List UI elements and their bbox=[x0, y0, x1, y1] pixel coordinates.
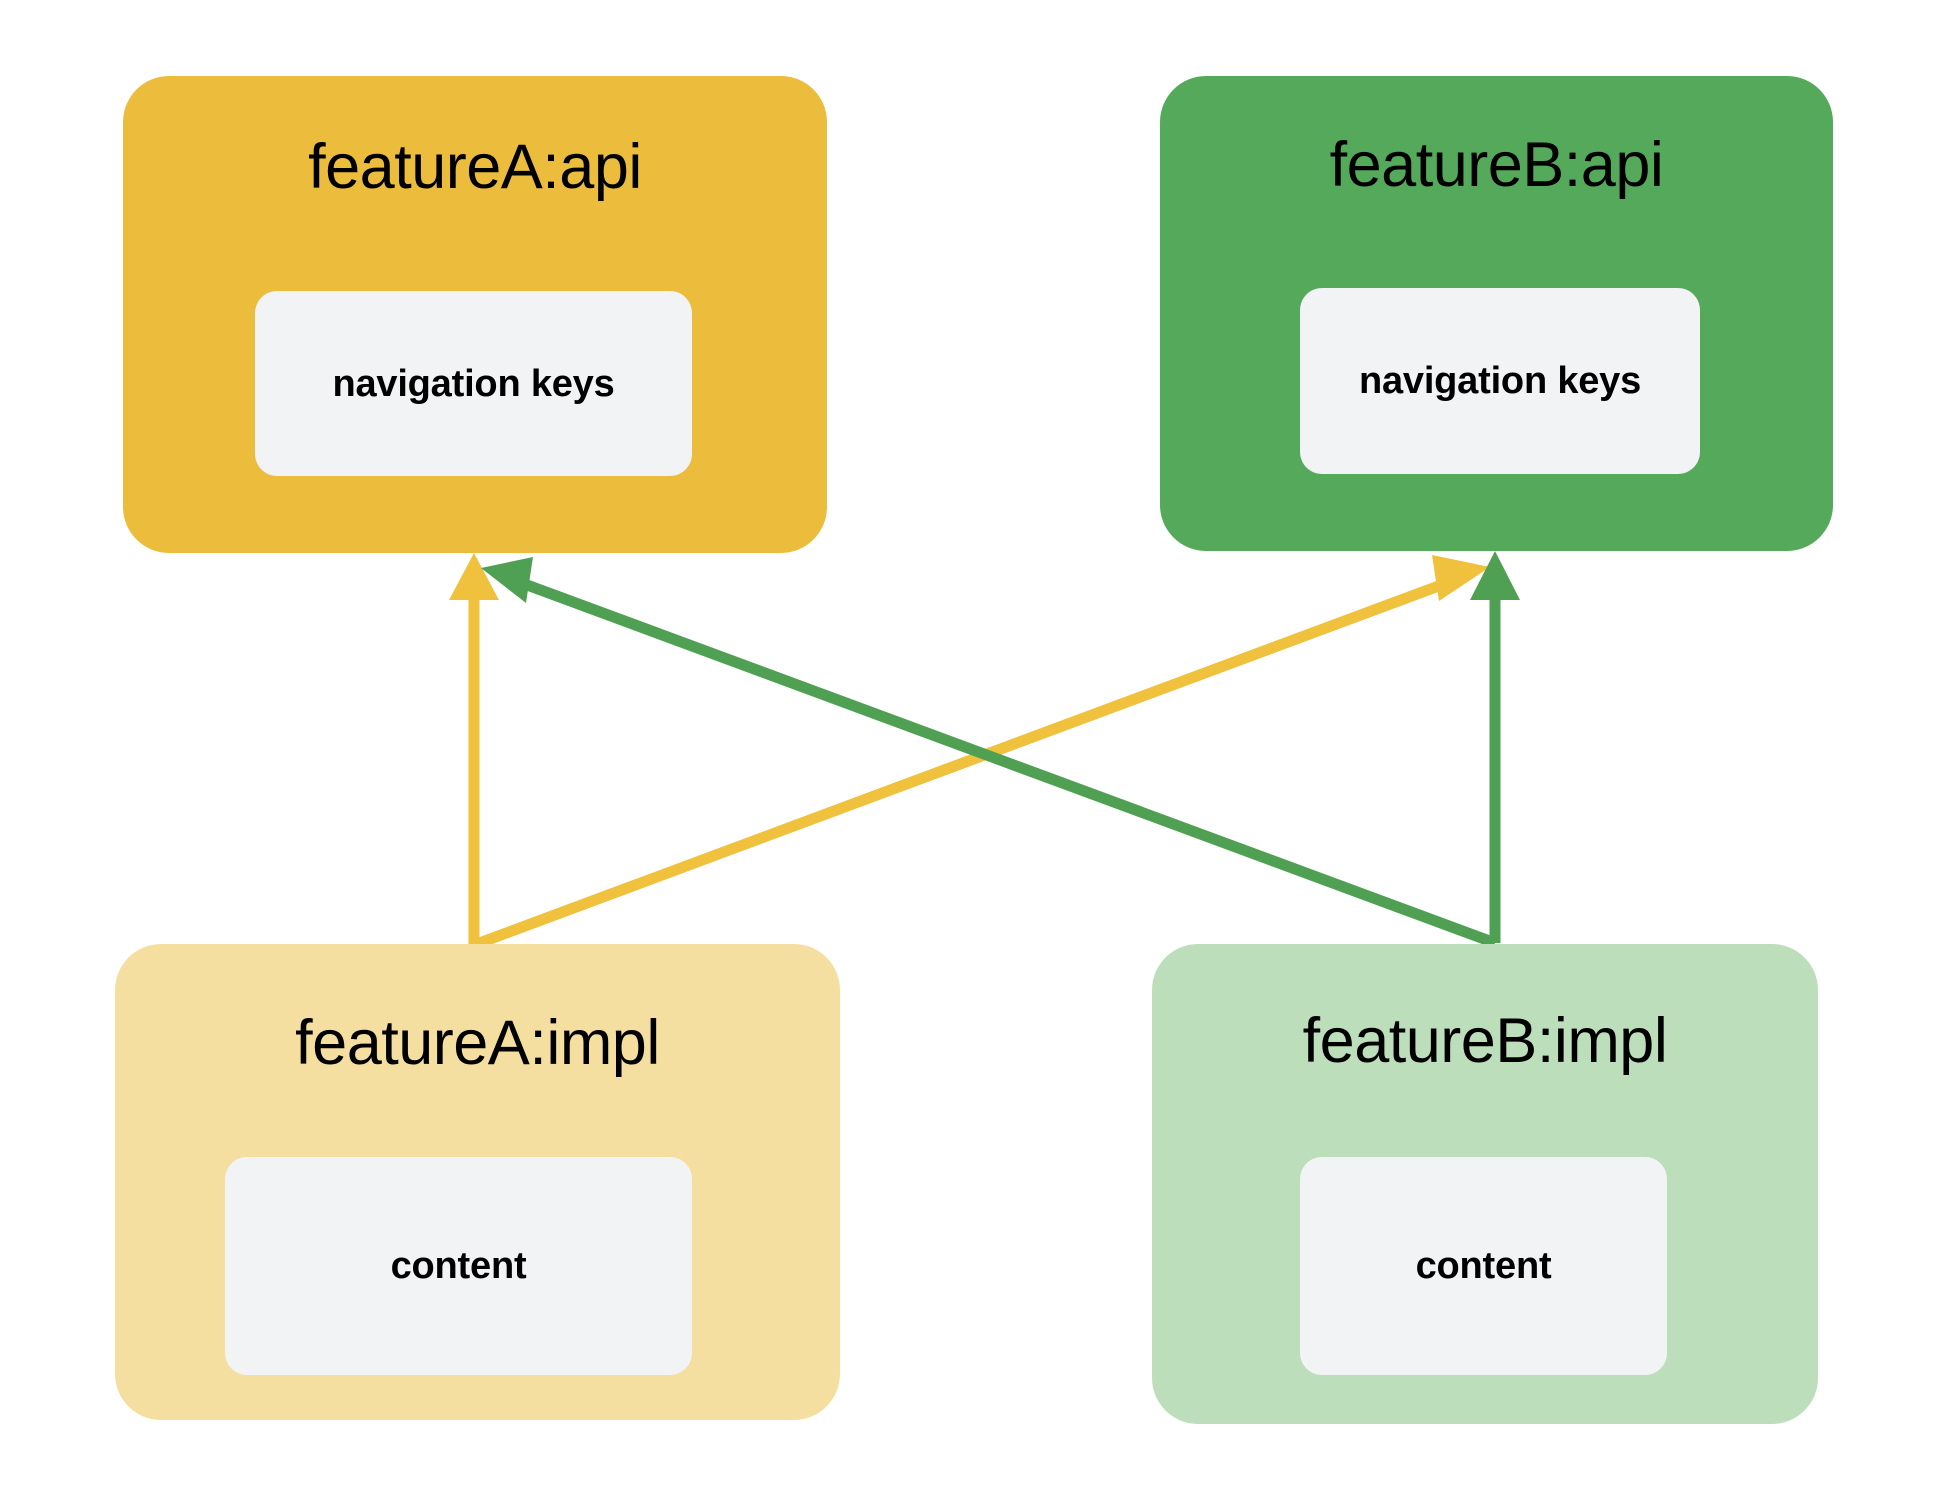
module-featureA-impl[interactable]: featureA:impl content bbox=[115, 944, 840, 1420]
chip-content[interactable]: content bbox=[1300, 1157, 1667, 1375]
module-featureB-api[interactable]: featureB:api navigation keys bbox=[1160, 76, 1833, 551]
module-title: featureA:api bbox=[308, 132, 642, 202]
module-title: featureA:impl bbox=[295, 1008, 660, 1078]
chip-label: navigation keys bbox=[1358, 360, 1642, 402]
chip-label: content bbox=[1415, 1245, 1552, 1287]
chip-navigation-keys[interactable]: navigation keys bbox=[255, 291, 692, 476]
chip-navigation-keys[interactable]: navigation keys bbox=[1300, 288, 1700, 474]
chip-label: content bbox=[390, 1245, 527, 1287]
edge-implA-to-apiA bbox=[449, 553, 499, 945]
chip-label: navigation keys bbox=[332, 362, 615, 405]
module-title: featureB:impl bbox=[1302, 1006, 1668, 1076]
module-featureB-impl[interactable]: featureB:impl content bbox=[1152, 944, 1818, 1424]
edge-implB-to-apiB bbox=[1470, 551, 1520, 943]
module-featureA-api[interactable]: featureA:api navigation keys bbox=[123, 76, 827, 553]
edge-implA-to-apiB bbox=[472, 555, 1490, 951]
module-title: featureB:api bbox=[1329, 130, 1664, 200]
edge-implB-to-apiA bbox=[481, 557, 1497, 949]
chip-content[interactable]: content bbox=[225, 1157, 692, 1375]
